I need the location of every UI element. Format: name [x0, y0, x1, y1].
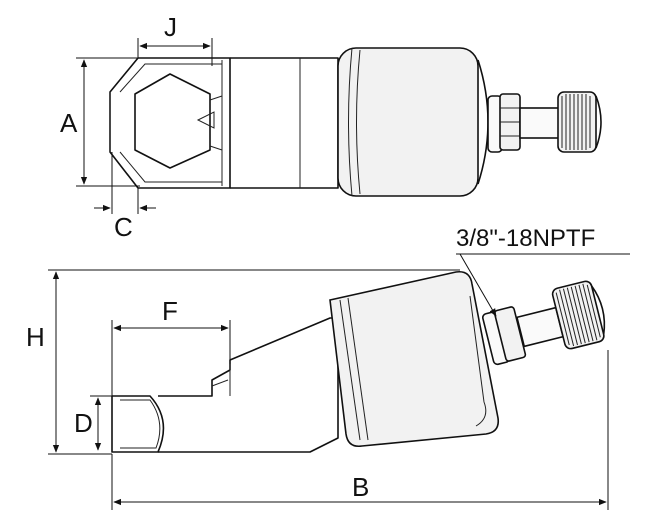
label-h: H [26, 322, 45, 352]
label-f: F [162, 296, 178, 326]
dimension-a: A [60, 57, 140, 187]
top-cutter-head [109, 57, 339, 189]
top-cylinder [337, 47, 489, 197]
dimension-b: B [111, 350, 609, 510]
label-d: D [74, 408, 93, 438]
top-view: J A C [60, 12, 602, 242]
side-head [111, 317, 339, 453]
side-coupler [481, 280, 606, 366]
dimension-h: H [26, 269, 460, 455]
dimension-c: C [94, 152, 156, 242]
dimension-j: J [137, 12, 213, 66]
side-cylinder [329, 270, 500, 448]
label-j: J [164, 12, 177, 42]
dimension-f: F [111, 296, 231, 396]
top-coupler [487, 91, 602, 153]
label-c: C [114, 212, 133, 242]
thread-spec-callout: 3/8"-18NPTF [456, 225, 630, 317]
label-a: A [60, 108, 78, 138]
dimension-d: D [74, 395, 114, 451]
label-b: B [352, 472, 369, 502]
thread-spec-text: 3/8"-18NPTF [456, 225, 595, 252]
side-view: 3/8"-18NPTF H F D B [26, 225, 630, 510]
